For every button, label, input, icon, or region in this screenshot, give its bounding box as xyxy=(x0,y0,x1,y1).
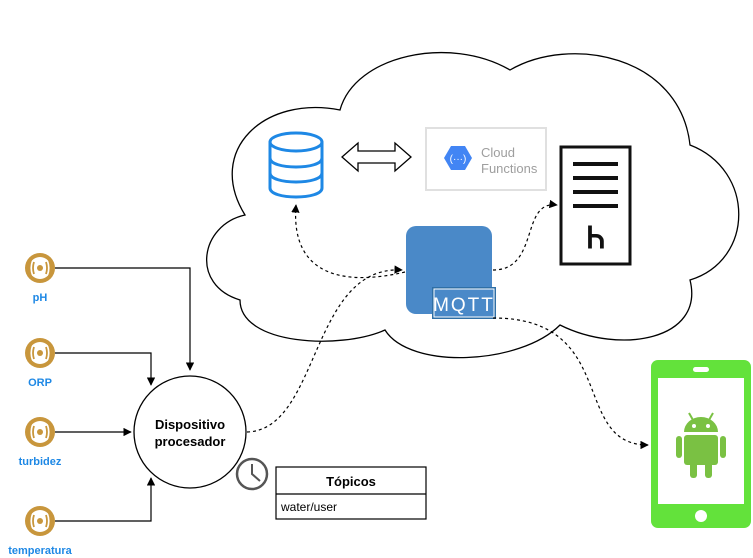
topics-value: water/user xyxy=(280,500,337,514)
clock-icon xyxy=(235,457,269,491)
android-phone-icon xyxy=(651,360,751,528)
mqtt-broker-icon: MQTT xyxy=(406,226,496,319)
cloud-functions-card: (···) Cloud Functions xyxy=(425,127,547,191)
sensor-label: turbidez xyxy=(19,456,62,468)
sensor-turbidez: turbidez xyxy=(19,417,62,468)
sensor-group: pH ORP turbidez temperatura xyxy=(8,253,73,557)
heroku-server-icon: Ꮒ xyxy=(559,145,632,266)
connector-mqtt-server xyxy=(492,199,558,271)
android-robot-icon xyxy=(676,412,726,478)
topics-table: Tópicos water/user xyxy=(275,466,427,520)
database-icon xyxy=(268,131,324,199)
sensor-signal-icon xyxy=(25,338,55,368)
cloud-functions-line2: Functions xyxy=(481,161,538,176)
sensor-signal-icon xyxy=(25,417,55,447)
bidirectional-arrow xyxy=(341,141,412,173)
sensor-label: pH xyxy=(33,292,48,304)
device-line2: procesador xyxy=(155,434,226,449)
connector-temperatura xyxy=(55,477,156,522)
device-line1: Dispositivo xyxy=(155,417,225,432)
dashed-connectors xyxy=(246,199,649,450)
cloud-functions-line1: Cloud xyxy=(481,145,515,160)
sensor-signal-icon xyxy=(25,506,55,536)
device-node: Dispositivo procesador xyxy=(133,375,247,489)
topics-title: Tópicos xyxy=(326,474,376,489)
connector-orp xyxy=(55,352,156,386)
connector-mqtt-phone xyxy=(492,317,649,450)
connector-mqtt-database xyxy=(291,204,406,279)
sensor-signal-icon xyxy=(25,253,55,283)
sensor-connectors xyxy=(55,267,195,522)
connector-ph xyxy=(55,267,195,371)
cloud-shape xyxy=(206,51,740,359)
sensor-orp: ORP xyxy=(25,338,55,389)
svg-text:(···): (···) xyxy=(450,154,467,165)
sensor-label: ORP xyxy=(28,377,52,389)
connector-device-mqtt xyxy=(246,265,403,433)
mqtt-label: MQTT xyxy=(433,295,495,316)
server-glyph: Ꮒ xyxy=(587,221,605,256)
cloud-functions-icon: (···) xyxy=(444,146,472,170)
sensor-ph: pH xyxy=(25,253,55,304)
sensor-temperatura: temperatura xyxy=(8,506,73,557)
sensor-label: temperatura xyxy=(8,545,72,557)
